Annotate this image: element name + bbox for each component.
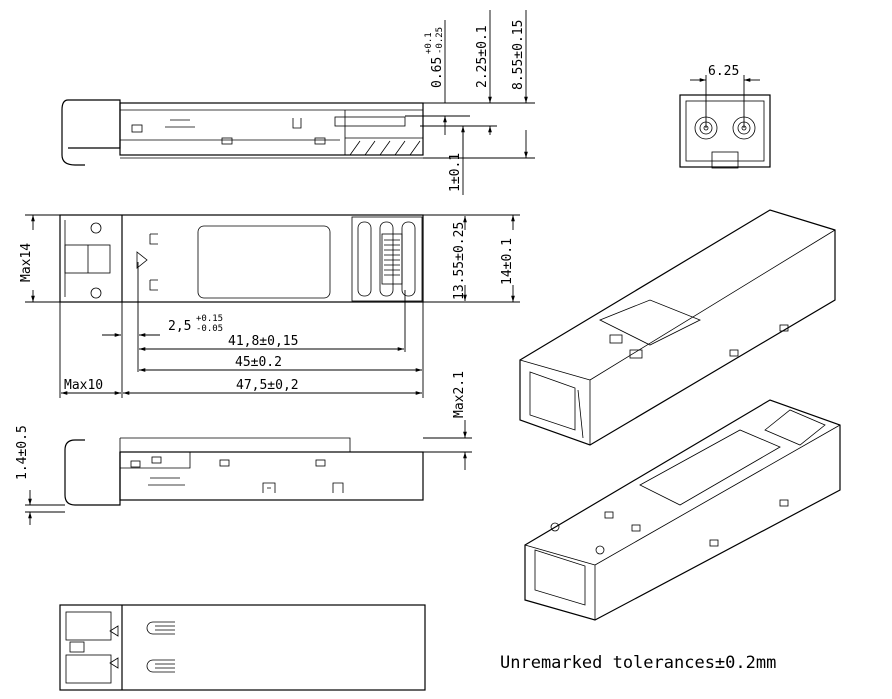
dim-25-base: 2,5	[168, 319, 191, 334]
bottom-view	[59, 604, 426, 691]
top-view	[59, 214, 424, 303]
dim-065-base: 0.65	[430, 57, 445, 88]
dim-14: 14±0.1	[500, 238, 515, 285]
dim-max10: Max10	[64, 378, 103, 393]
tolerance-note: Unremarked tolerances±0.2mm	[500, 653, 776, 673]
dim-max21: Max2.1	[452, 371, 467, 418]
dim-065-upper: +0.1	[424, 32, 434, 54]
dim-25-upper: +0.15	[196, 314, 223, 324]
side-view-top	[61, 99, 424, 166]
dim-pitch: 6.25	[708, 64, 739, 79]
isometric-view-top	[519, 209, 836, 446]
dim-max14: Max14	[19, 243, 34, 282]
dim-065-lower: -0.25	[435, 27, 445, 54]
dim-855: 8.55±0.15	[511, 20, 526, 90]
side-view-top-dimensions: 0.65 +0.1 -0.25 2.25±0.1 8.55±0.15 1±0.1	[405, 10, 535, 195]
dim-14-bottom: 1.4±0.5	[15, 425, 30, 480]
isometric-view-bottom	[524, 399, 841, 621]
dim-225: 2.25±0.1	[475, 25, 490, 88]
dim-1355: 13.55±0.25	[452, 222, 467, 300]
side-view-bottom: Max2.1 1.4±0.5	[15, 371, 472, 525]
dim-418: 41,8±0,15	[228, 334, 298, 349]
dim-1: 1±0.1	[448, 153, 463, 192]
front-view: 6.25	[679, 64, 771, 169]
top-view-dimensions: Max14 13.55±0.25 14±0.1 2,5 +0.15 -0.05 …	[19, 214, 520, 398]
dim-25-lower: -0.05	[196, 324, 223, 334]
dim-45: 45±0.2	[235, 355, 282, 370]
dim-475: 47,5±0,2	[236, 378, 299, 393]
